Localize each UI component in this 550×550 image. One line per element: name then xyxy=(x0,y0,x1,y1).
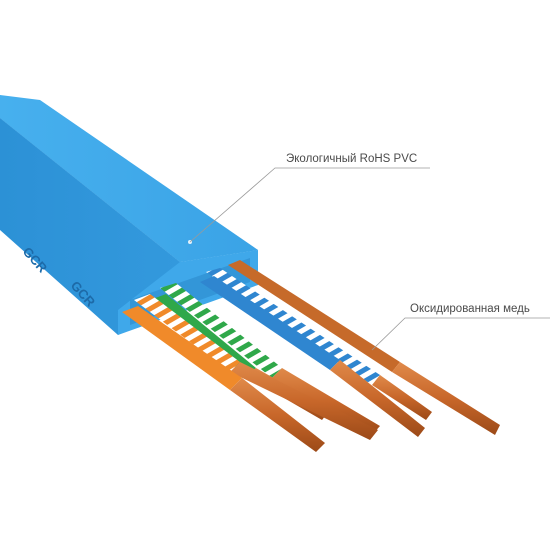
copper-strands-brown-white xyxy=(372,375,432,420)
callout-label-copper: Оксидированная медь xyxy=(410,303,530,315)
callout-line-pvc xyxy=(189,167,430,243)
callout-lines xyxy=(189,167,550,351)
callout-line-copper xyxy=(371,317,550,351)
callout-label-pvc: Экологичный RoHS PVC xyxy=(286,153,417,165)
wire-orange-white xyxy=(134,294,378,440)
wire-brown xyxy=(228,260,500,435)
jacket-top-face-2 xyxy=(0,95,258,262)
copper-strands-orange-white xyxy=(230,362,378,440)
copper-strands-brown xyxy=(392,362,500,435)
wire-brown-white xyxy=(206,268,432,420)
copper-strands-orange xyxy=(230,378,325,452)
jacket-side-face xyxy=(0,118,180,335)
copper-strands-blue xyxy=(330,360,425,437)
cable-jacket xyxy=(0,95,258,335)
wire-blue xyxy=(200,276,425,437)
wire-pairs xyxy=(122,260,500,452)
wire-orange xyxy=(122,306,325,452)
